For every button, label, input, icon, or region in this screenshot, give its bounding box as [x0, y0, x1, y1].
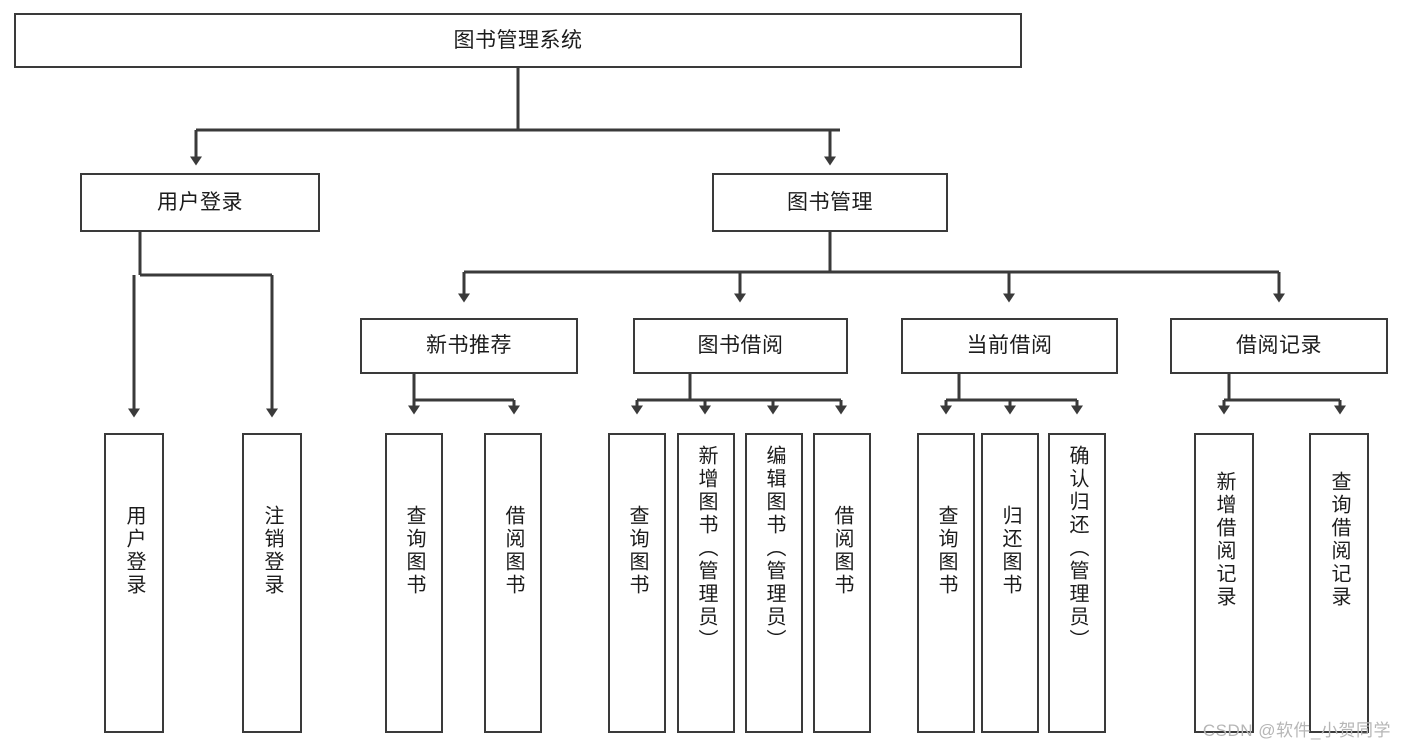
watermark: CSDN @软件_小贺同学 [1202, 721, 1391, 740]
leaf-borrow-query-book-label: 查询图书 [626, 505, 648, 597]
node-book-management[interactable]: 图书管理 [712, 173, 948, 232]
leaf-current-confirm-return[interactable]: 确认归还（管理员） [1048, 433, 1106, 733]
leaf-borrow-edit-book-label: 编辑图书（管理员） [763, 445, 785, 652]
leaf-user-login-signout-label: 注销登录 [261, 505, 283, 597]
leaf-borrow-borrow-book[interactable]: 借阅图书 [813, 433, 871, 733]
leaf-current-query-book[interactable]: 查询图书 [917, 433, 975, 733]
leaf-user-login-signout[interactable]: 注销登录 [242, 433, 302, 733]
leaf-current-query-book-label: 查询图书 [935, 505, 957, 597]
leaf-user-login-signin[interactable]: 用户登录 [104, 433, 164, 733]
leaf-records-query-label: 查询借阅记录 [1328, 471, 1350, 609]
node-book-management-label: 图书管理 [787, 190, 873, 214]
leaf-borrow-edit-book[interactable]: 编辑图书（管理员） [745, 433, 803, 733]
leaf-user-login-signin-label: 用户登录 [123, 505, 145, 597]
leaf-borrow-add-book[interactable]: 新增图书（管理员） [677, 433, 735, 733]
node-root[interactable]: 图书管理系统 [14, 13, 1022, 68]
leaf-borrow-borrow-book-label: 借阅图书 [831, 505, 853, 597]
leaf-records-query[interactable]: 查询借阅记录 [1309, 433, 1369, 733]
node-current-borrow-label: 当前借阅 [966, 334, 1053, 358]
leaf-new-book-query[interactable]: 查询图书 [385, 433, 443, 733]
node-new-book-recommend[interactable]: 新书推荐 [360, 318, 578, 374]
node-root-label: 图书管理系统 [453, 28, 583, 52]
leaf-current-return-book[interactable]: 归还图书 [981, 433, 1039, 733]
node-borrow-records-label: 借阅记录 [1236, 334, 1322, 358]
leaf-borrow-add-book-label: 新增图书（管理员） [695, 445, 717, 652]
node-new-book-recommend-label: 新书推荐 [426, 334, 512, 358]
leaf-borrow-query-book[interactable]: 查询图书 [608, 433, 666, 733]
leaf-current-return-book-label: 归还图书 [999, 505, 1021, 597]
leaf-new-book-borrow-label: 借阅图书 [502, 505, 524, 597]
node-user-login[interactable]: 用户登录 [80, 173, 320, 232]
node-book-borrow-label: 图书借阅 [697, 334, 784, 358]
node-book-borrow[interactable]: 图书借阅 [633, 318, 848, 374]
leaf-new-book-borrow[interactable]: 借阅图书 [484, 433, 542, 733]
leaf-records-add-label: 新增借阅记录 [1213, 471, 1235, 609]
leaf-new-book-query-label: 查询图书 [403, 505, 425, 597]
leaf-current-confirm-return-label: 确认归还（管理员） [1066, 445, 1088, 652]
node-current-borrow[interactable]: 当前借阅 [901, 318, 1118, 374]
leaf-records-add[interactable]: 新增借阅记录 [1194, 433, 1254, 733]
node-borrow-records[interactable]: 借阅记录 [1170, 318, 1388, 374]
node-user-login-label: 用户登录 [157, 190, 243, 214]
